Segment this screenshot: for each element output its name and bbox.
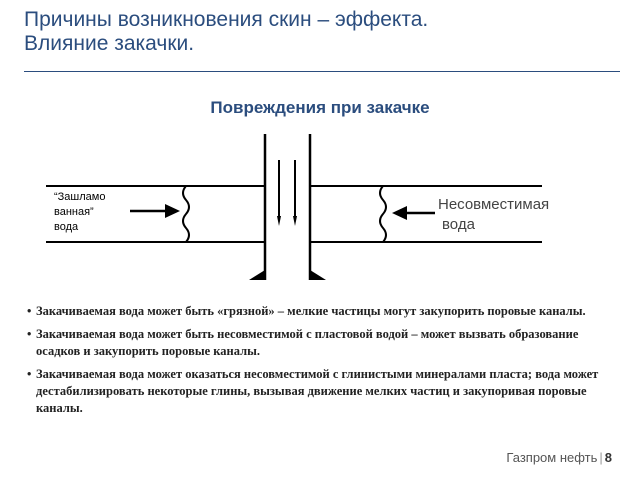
right-casing-shoe (310, 270, 326, 280)
incompatible-water-label-line-2: вода (442, 216, 475, 233)
slide-footer: Газпром нефть|8 (506, 450, 612, 465)
left-arrow-head (165, 204, 180, 218)
incompatible-water-label: Несовместимая вода (438, 195, 578, 235)
left-tubing-tip (277, 216, 281, 226)
silted-water-label-line-2: ванная” (54, 206, 94, 218)
page-number: 8 (604, 450, 612, 465)
right-arrow-head (392, 206, 407, 220)
left-damage-zone (182, 185, 190, 243)
silted-water-label: “Зашламо ванная” вода (54, 190, 134, 235)
left-casing-shoe (249, 270, 265, 280)
bullet-item: Закачиваемая вода может быть «грязной» –… (27, 303, 622, 320)
company-name: Газпром нефть (506, 450, 598, 465)
title-divider (24, 71, 620, 72)
right-tubing-tip (293, 216, 297, 226)
slide-title-line-2: Влияние закачки. (24, 32, 195, 55)
wellbore-diagram (46, 134, 542, 280)
slide-title: Причины возникновения скин – эффекта. Вл… (24, 8, 624, 56)
diagram-heading: Повреждения при закачке (210, 98, 430, 117)
footer-separator: | (599, 450, 603, 465)
silted-water-label-line-3: вода (54, 221, 79, 233)
right-damage-zone (379, 185, 387, 243)
slide-title-line-1: Причины возникновения скин – эффекта. (24, 8, 429, 31)
silted-water-label-line-1: “Зашламо (54, 191, 106, 203)
bullet-item: Закачиваемая вода может быть несовместим… (27, 326, 622, 360)
bullet-item: Закачиваемая вода может оказаться несовм… (27, 366, 622, 417)
bullet-list: Закачиваемая вода может быть «грязной» –… (27, 303, 622, 423)
incompatible-water-label-line-1: Несовместимая (438, 196, 550, 213)
